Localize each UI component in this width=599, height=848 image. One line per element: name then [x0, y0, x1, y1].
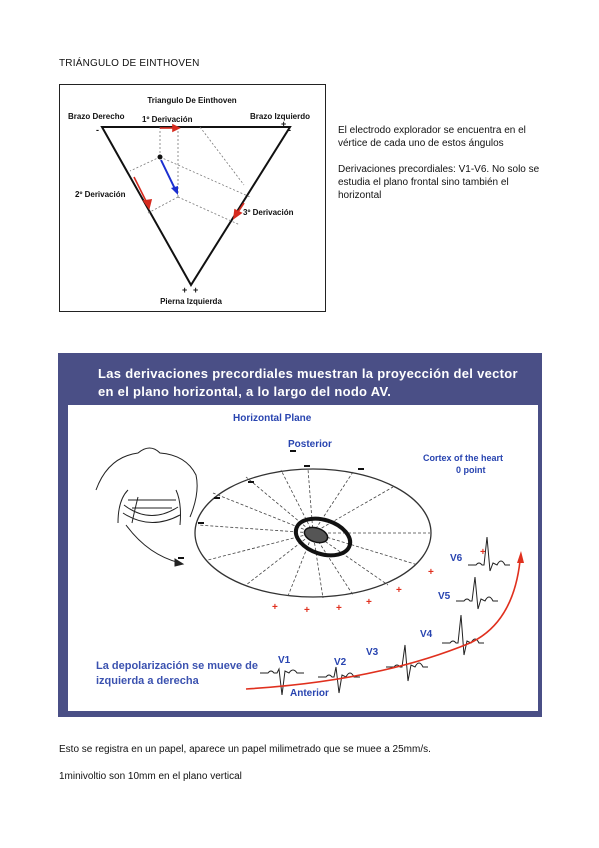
horizontal-plane-diagram: Horizontal Plane Posterior Cortex of the…	[68, 405, 538, 711]
vector-arrowhead	[171, 186, 178, 195]
svg-text:+: +	[304, 605, 310, 616]
electrode-note: El electrodo explorador se encuentra en …	[338, 125, 526, 149]
side-notes: El electrodo explorador se encuentra en …	[338, 124, 543, 215]
ecg-trace-v1	[260, 667, 304, 696]
lead-projection-arrows	[133, 123, 245, 220]
page-heading: TRIÁNGULO DE EINTHOVEN	[59, 58, 200, 69]
lead-v5-label: V5	[438, 591, 451, 602]
triangle-outline	[100, 126, 292, 287]
torso-sketch	[95, 447, 198, 567]
svg-text:+: +	[480, 547, 486, 558]
precordial-leads-slide: Las derivaciones precordiales muestran l…	[58, 353, 542, 717]
ecg-trace-v3	[386, 644, 428, 682]
right-arm-label: Brazo Derecho	[68, 112, 125, 121]
lead-1-label: 1º Derivación	[142, 115, 193, 124]
left-arm-label: Brazo Izquierdo	[250, 112, 310, 121]
horizontal-plane-label: Horizontal Plane	[233, 413, 312, 424]
vector-origin	[157, 154, 163, 160]
figure-title: Triangulo De Einthoven	[147, 96, 236, 105]
ecg-trace-v2	[318, 666, 360, 694]
svg-text:+: +	[428, 567, 434, 578]
depolarization-arrow	[245, 551, 524, 690]
posterior-label: Posterior	[288, 439, 332, 450]
depolarization-note: La depolarización se mueve de izquierda …	[96, 660, 259, 687]
lead-v3-label: V3	[366, 647, 379, 658]
heart-cross-section	[293, 516, 353, 558]
lead-v4-label: V4	[420, 629, 433, 640]
leg-plus-2: +	[193, 285, 198, 295]
anterior-label: Anterior	[290, 688, 329, 699]
cortex-label-line2: 0 point	[456, 465, 486, 475]
ecg-trace-v5	[456, 576, 498, 610]
svg-text:+: +	[366, 597, 372, 608]
positive-signs: + + + + + + +	[272, 547, 486, 616]
ecg-trace-v6	[468, 536, 510, 572]
slide-title: Las derivaciones precordiales muestran l…	[98, 366, 518, 399]
einthoven-triangle-figure: Triangulo De Einthoven Brazo Derecho Bra…	[59, 84, 326, 312]
horizontal-plane-ellipse	[194, 468, 432, 598]
lead-v2-label: V2	[334, 657, 347, 668]
projection-lines	[129, 126, 251, 226]
voltage-note: 1minivoltio son 10mm en el plano vertica…	[59, 771, 242, 782]
lead-v6-label: V6	[450, 553, 463, 564]
negative-signs	[178, 450, 364, 559]
vector-arrow	[160, 159, 177, 192]
lead-v1-label: V1	[278, 655, 291, 666]
right-arm-minus: -	[96, 125, 99, 135]
svg-text:+: +	[396, 585, 402, 596]
left-arm-plus: +	[281, 119, 286, 129]
leg-plus-1: +	[182, 285, 187, 295]
lead-labels: V1 V2 V3 V4 V5 V6	[278, 553, 463, 668]
precordial-note: Derivaciones precordiales: V1-V6. No sol…	[338, 164, 540, 201]
recording-note: Esto se registra en un papel, aparece un…	[59, 744, 431, 755]
svg-text:+: +	[336, 603, 342, 614]
cortex-label-line1: Cortex of the heart	[423, 453, 503, 463]
lead-2-label: 2º Derivación	[75, 190, 126, 199]
left-arm-minus: -	[288, 125, 291, 135]
left-leg-label: Pierna Izquierda	[160, 297, 222, 306]
lead-3-label: 3º Derivación	[243, 208, 294, 217]
svg-text:+: +	[272, 602, 278, 613]
